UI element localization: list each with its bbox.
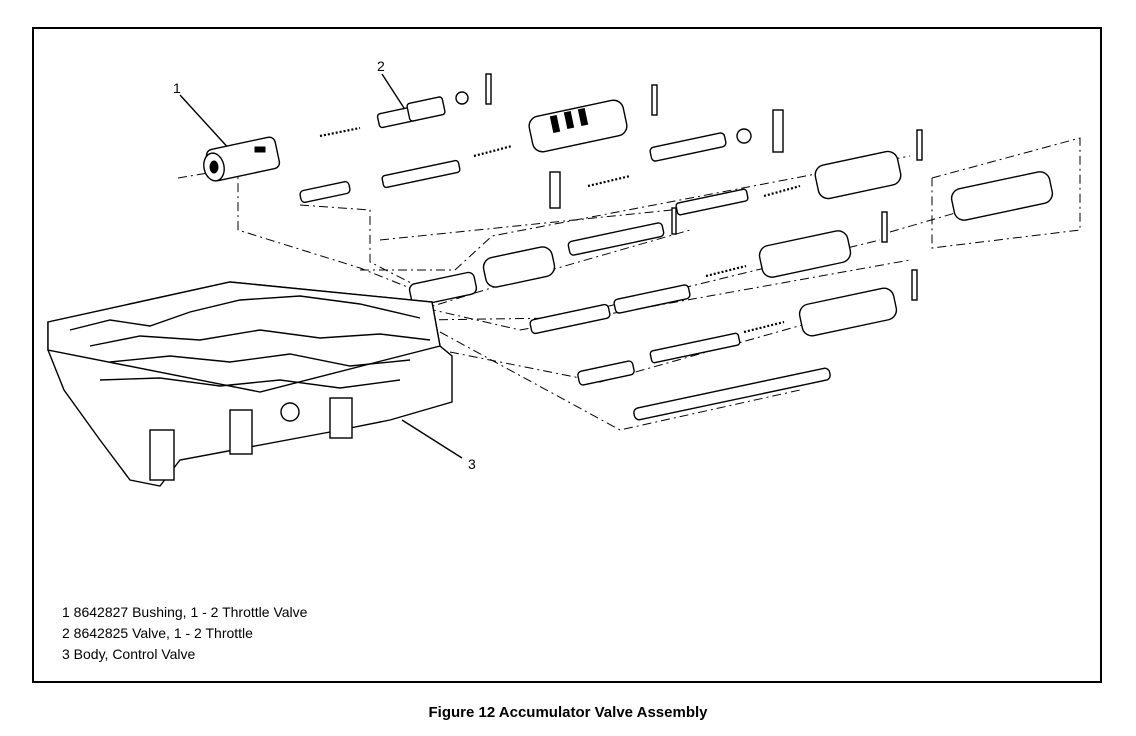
- legend-item-3: 3 Body, Control Valve: [62, 646, 196, 662]
- leader-line-2: [381, 73, 405, 109]
- leader-line-3: [401, 419, 463, 459]
- figure-caption: Figure 12 Accumulator Valve Assembly: [428, 704, 708, 721]
- callout-3: 3: [468, 456, 476, 472]
- callout-1: 1: [173, 80, 181, 96]
- valve-row-1: [319, 73, 658, 153]
- figure-frame: [32, 27, 1102, 683]
- valve-row-4: [408, 207, 888, 307]
- callout-2: 2: [377, 58, 385, 74]
- bushing-1-2-throttle-valve: [203, 136, 281, 182]
- control-valve-body: [47, 281, 453, 487]
- legend-item-2: 2 8642825 Valve, 1 - 2 Throttle: [62, 625, 253, 641]
- valve-row-3: [549, 129, 1054, 221]
- valve-row-6: [577, 332, 831, 421]
- valve-row-5: [529, 269, 918, 337]
- legend-item-1: 1 8642827 Bushing, 1 - 2 Throttle Valve: [62, 604, 308, 620]
- leader-line-1: [179, 94, 233, 153]
- valve-row-2: [299, 109, 784, 204]
- parts-legend: 1 8642827 Bushing, 1 - 2 Throttle Valve …: [62, 602, 307, 665]
